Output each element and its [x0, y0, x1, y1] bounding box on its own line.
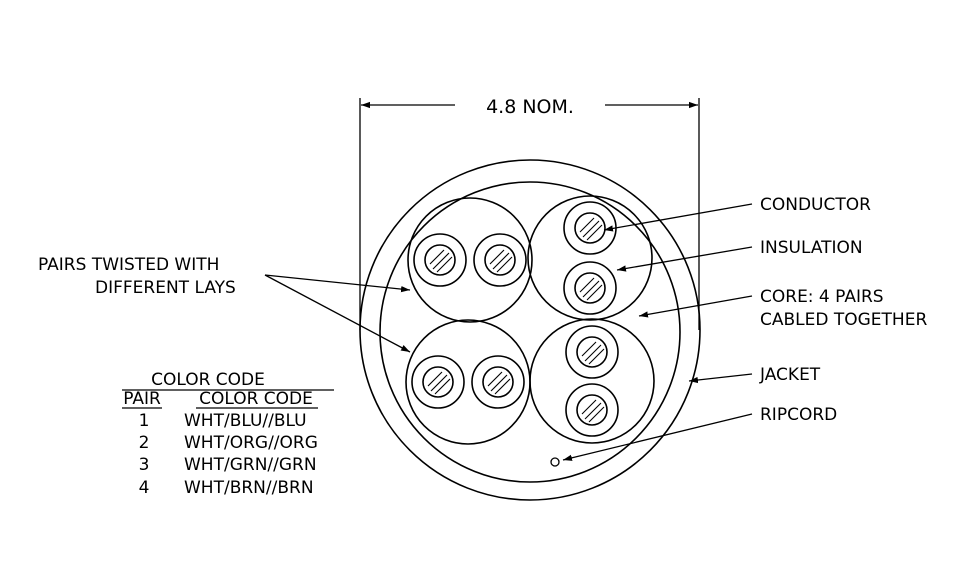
callout-core: CORE: 4 PAIRS CABLED TOGETHER: [638, 287, 927, 330]
pair-bottom-left: [405, 319, 531, 445]
conductor-hatching: [427, 217, 605, 423]
conductor-circle: [484, 244, 516, 276]
table-cell-pair: 2: [139, 433, 150, 453]
callout-core-line1: CORE: 4 PAIRS: [760, 287, 884, 307]
table-cell-color: WHT/GRN//GRN: [184, 455, 317, 475]
leader-ripcord: [562, 413, 753, 461]
insulation-circle: [565, 325, 619, 379]
insulation-circle: [471, 355, 525, 409]
conductor-circle: [482, 366, 514, 398]
conductor-circle: [574, 212, 606, 244]
table-header-pair: PAIR: [123, 389, 161, 409]
conductor-circle: [422, 366, 454, 398]
conductor-circle: [576, 336, 608, 368]
table-cell-pair: 4: [139, 478, 150, 498]
leader-pairs-upper: [264, 274, 411, 293]
callout-core-line2: CABLED TOGETHER: [760, 310, 927, 330]
insulation-circle: [563, 261, 617, 315]
color-code-table: COLOR CODE PAIR COLOR CODE 1 WHT/BLU//BL…: [122, 370, 334, 498]
ripcord-circle: [550, 457, 560, 467]
table-cell-pair: 3: [139, 455, 150, 475]
dimension-group: 4.8 NOM.: [359, 96, 700, 330]
callout-ripcord-label: RIPCORD: [760, 405, 837, 425]
leader-conductor: [603, 203, 753, 232]
pair-jacket-circle: [405, 319, 531, 445]
callout-conductor-label: CONDUCTOR: [760, 195, 871, 215]
table-cell-color: WHT/ORG//ORG: [184, 433, 318, 453]
pair-top-right: [527, 195, 653, 321]
callout-pairs-twisted: PAIRS TWISTED WITH DIFFERENT LAYS: [38, 255, 411, 353]
leader-insulation: [616, 246, 753, 272]
insulation-circle: [565, 383, 619, 437]
conductor-circle: [574, 272, 606, 304]
insulation-circle: [411, 355, 465, 409]
insulation-circle: [473, 233, 527, 287]
leader-pairs-lower: [264, 274, 411, 353]
pair-bottom-right: [529, 318, 655, 444]
table-cell-pair: 1: [139, 411, 150, 431]
table-header-color-code: COLOR CODE: [199, 389, 313, 409]
conductor-circle: [576, 394, 608, 426]
cable-body: [359, 159, 701, 501]
conductor-circle: [424, 244, 456, 276]
callout-jacket: JACKET: [688, 365, 821, 385]
leader-core: [638, 295, 753, 318]
callout-jacket-label: JACKET: [759, 365, 821, 385]
table-cell-color: WHT/BLU//BLU: [184, 411, 307, 431]
pair-jacket-circle: [527, 195, 653, 321]
callout-conductor: CONDUCTOR: [603, 195, 871, 232]
color-code-title: COLOR CODE: [151, 370, 265, 390]
pair-jacket-circle: [529, 318, 655, 444]
callout-insulation-label: INSULATION: [760, 238, 863, 258]
dimension-label: 4.8 NOM.: [486, 96, 574, 118]
leader-jacket: [688, 373, 753, 384]
jacket-outer-circle: [359, 159, 701, 501]
callout-pairs-twisted-line2: DIFFERENT LAYS: [95, 278, 236, 298]
pair-jacket-circle: [407, 197, 533, 323]
callout-pairs-twisted-line1: PAIRS TWISTED WITH: [38, 255, 219, 275]
insulation-circle: [413, 233, 467, 287]
table-cell-color: WHT/BRN//BRN: [184, 478, 314, 498]
core-boundary-circle: [379, 181, 681, 483]
callout-insulation: INSULATION: [616, 238, 863, 272]
pair-top-left: [407, 197, 533, 323]
insulation-circle: [563, 201, 617, 255]
callout-ripcord: RIPCORD: [562, 405, 837, 461]
